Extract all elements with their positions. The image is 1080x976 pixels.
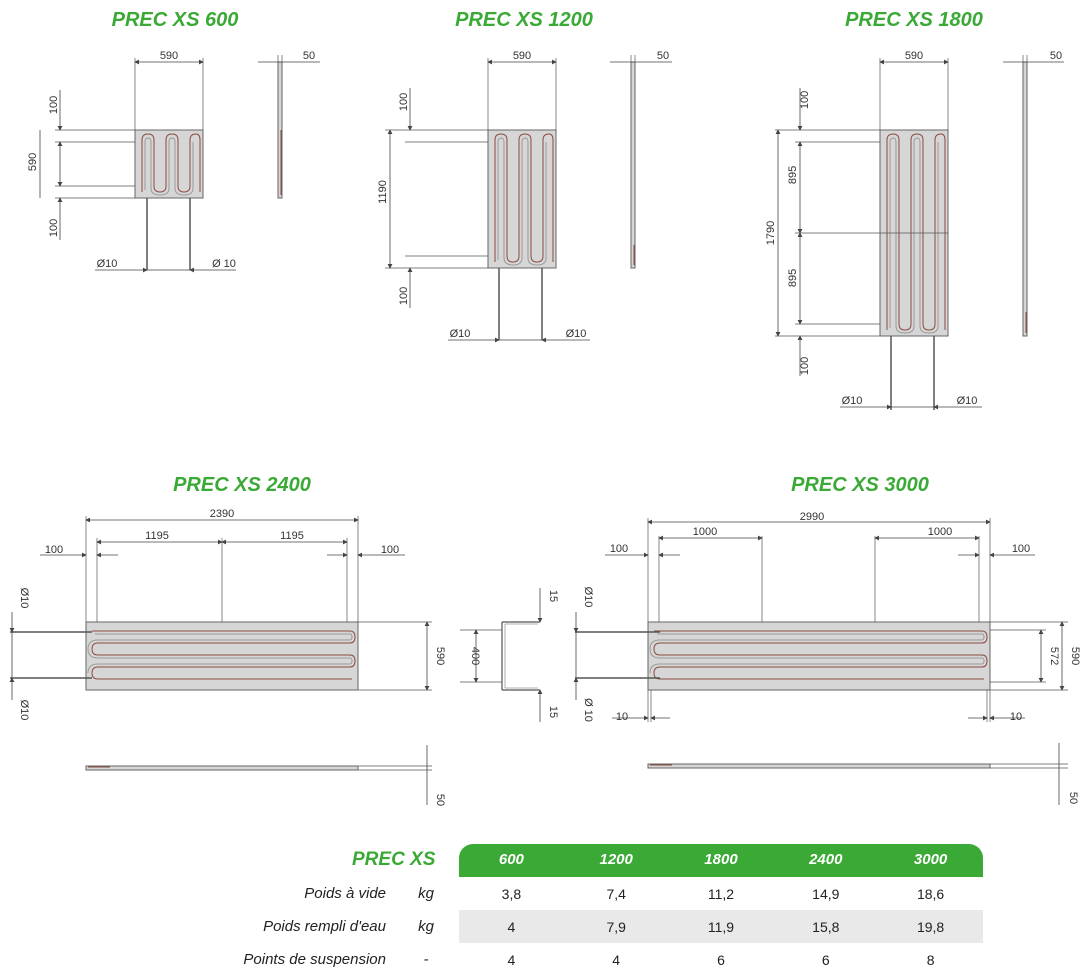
dim-1800-thick: 50 <box>1050 50 1062 62</box>
dim-600-pipe-left: Ø10 <box>97 258 118 270</box>
dim-2400-right: 100 <box>381 544 399 556</box>
table-cell: 4 <box>612 952 621 968</box>
dim-600-pipe-right: Ø 10 <box>212 258 236 270</box>
table-cell: 6 <box>717 952 725 968</box>
dim-1200-pipe-left: Ø10 <box>450 328 471 340</box>
table-cell: 11,9 <box>707 919 735 935</box>
table-cell: 4 <box>507 952 516 968</box>
dim-3000-pipe-bottom: Ø 10 <box>582 698 594 722</box>
row-unit-points-suspension: - <box>423 951 429 968</box>
dim-2400-half-b: 1195 <box>280 530 304 542</box>
dim-bracket-mid: 400 <box>469 647 481 665</box>
dim-600-top: 100 <box>48 96 60 114</box>
coil-2400 <box>87 630 356 680</box>
coil-600 <box>141 133 201 196</box>
table-header-1800: 1800 <box>704 851 738 868</box>
dim-1200-thick: 50 <box>657 50 669 62</box>
dim-2400-height: 590 <box>434 647 446 665</box>
table-header-600: 600 <box>498 851 524 868</box>
row-label-poids-rempli: Poids rempli d'eau <box>263 918 386 935</box>
dim-1200-width: 590 <box>513 50 531 62</box>
table-header-1200: 1200 <box>599 851 633 868</box>
table-cell: 14,9 <box>812 886 840 902</box>
row-unit-poids-rempli: kg <box>418 918 434 935</box>
table-header-band <box>459 844 983 877</box>
row-unit-poids-vide: kg <box>418 885 434 902</box>
table-cell: 11,2 <box>707 886 735 902</box>
title-prec-xs-1800: PREC XS 1800 <box>845 9 983 31</box>
dim-3000-pipe-top: Ø10 <box>582 587 594 608</box>
dim-1800-half-a: 895 <box>787 166 799 184</box>
table-cell: 15,8 <box>812 919 840 935</box>
dim-2400-left: 100 <box>45 544 63 556</box>
drawing-prec-xs-3000: 2990 1000 1000 100 100 Ø10 Ø 10 572 590 <box>573 511 1080 805</box>
table-cell: 3,8 <box>501 886 522 902</box>
dim-1800-bottom: 100 <box>799 357 811 375</box>
dim-3000-total: 2990 <box>800 511 824 523</box>
dim-1800-half-b: 895 <box>787 269 799 287</box>
title-prec-xs-2400: PREC XS 2400 <box>173 474 311 496</box>
dim-bracket-top: 15 <box>547 590 559 602</box>
dim-1200-top: 100 <box>398 93 410 111</box>
dim-3000-thick: 50 <box>1067 792 1079 804</box>
side-view-2400 <box>85 765 359 771</box>
side-view-1800 <box>1022 61 1028 337</box>
dim-3000-bl: 10 <box>616 711 628 723</box>
dim-3000-height: 590 <box>1069 647 1080 665</box>
side-view-1200 <box>630 61 636 269</box>
dim-600-bottom: 100 <box>48 219 60 237</box>
dim-2400-pipe-top: Ø10 <box>18 588 30 609</box>
drawing-prec-xs-1800: 590 100 895 1790 895 100 Ø10 Ø10 50 <box>765 50 1064 410</box>
table-row-band <box>459 910 983 943</box>
dim-600-thick: 50 <box>303 50 315 62</box>
dim-3000-inner: 572 <box>1048 647 1060 665</box>
coil-1200 <box>494 133 554 266</box>
technical-drawing: 590 100 590 100 Ø10 Ø 10 50 <box>9 50 1080 806</box>
dim-3000-right: 100 <box>1012 543 1030 555</box>
coil-3000 <box>649 630 988 680</box>
dim-3000-left: 100 <box>610 543 628 555</box>
dim-2400-half-a: 1195 <box>145 530 169 542</box>
dim-1200-pipe-right: Ø10 <box>566 328 587 340</box>
dim-1800-pipe-right: Ø10 <box>957 395 978 407</box>
dim-3000-seg-a: 1000 <box>693 526 717 538</box>
dim-bracket-bottom: 15 <box>547 706 559 718</box>
drawing-prec-xs-1200: 590 100 1190 100 Ø10 Ø10 50 <box>377 50 672 343</box>
dim-2400-thick: 50 <box>434 794 446 806</box>
table-header-2400: 2400 <box>809 851 843 868</box>
coil-1800 <box>886 133 946 334</box>
title-prec-xs-1200: PREC XS 1200 <box>455 9 593 31</box>
title-prec-xs-3000: PREC XS 3000 <box>791 474 929 496</box>
table-cell: 8 <box>926 952 935 968</box>
dim-3000-br: 10 <box>1010 711 1022 723</box>
dim-1800-pipe-left: Ø10 <box>842 395 863 407</box>
dim-2400-pipe-bottom: Ø10 <box>18 700 30 721</box>
title-prec-xs-600: PREC XS 600 <box>111 9 239 31</box>
drawing-bracket: 400 15 15 <box>460 588 559 722</box>
table-cell: 18,6 <box>916 886 945 902</box>
table-brand: PREC XS <box>352 849 436 870</box>
dim-1800-height: 1790 <box>765 221 777 245</box>
dim-1200-height: 1190 <box>377 180 389 204</box>
table-header-3000: 3000 <box>913 851 948 868</box>
row-label-poids-vide: Poids à vide <box>304 885 386 902</box>
row-label-points-suspension: Points de suspension <box>243 951 386 968</box>
dim-600-height: 590 <box>27 153 39 171</box>
side-view-3000 <box>647 763 991 769</box>
panel-2400 <box>85 621 359 691</box>
drawing-prec-xs-600: 590 100 590 100 Ø10 Ø 10 50 <box>27 50 320 273</box>
table-cell: 19,8 <box>916 919 945 935</box>
dim-600-width: 590 <box>160 50 178 62</box>
dim-1800-width: 590 <box>905 50 923 62</box>
dim-3000-seg-b: 1000 <box>928 526 952 538</box>
table-cell: 7,4 <box>606 886 626 902</box>
dim-1800-top: 100 <box>799 91 811 109</box>
table-cell: 7,9 <box>606 919 626 935</box>
table-cell: 6 <box>821 952 830 968</box>
dim-1200-bottom: 100 <box>398 287 410 305</box>
drawing-prec-xs-2400: 2390 100 1195 1195 100 Ø10 Ø10 590 50 <box>9 508 446 806</box>
dim-2400-total: 2390 <box>210 508 234 520</box>
table-cell: 4 <box>507 919 516 935</box>
panel-3000 <box>647 621 991 691</box>
